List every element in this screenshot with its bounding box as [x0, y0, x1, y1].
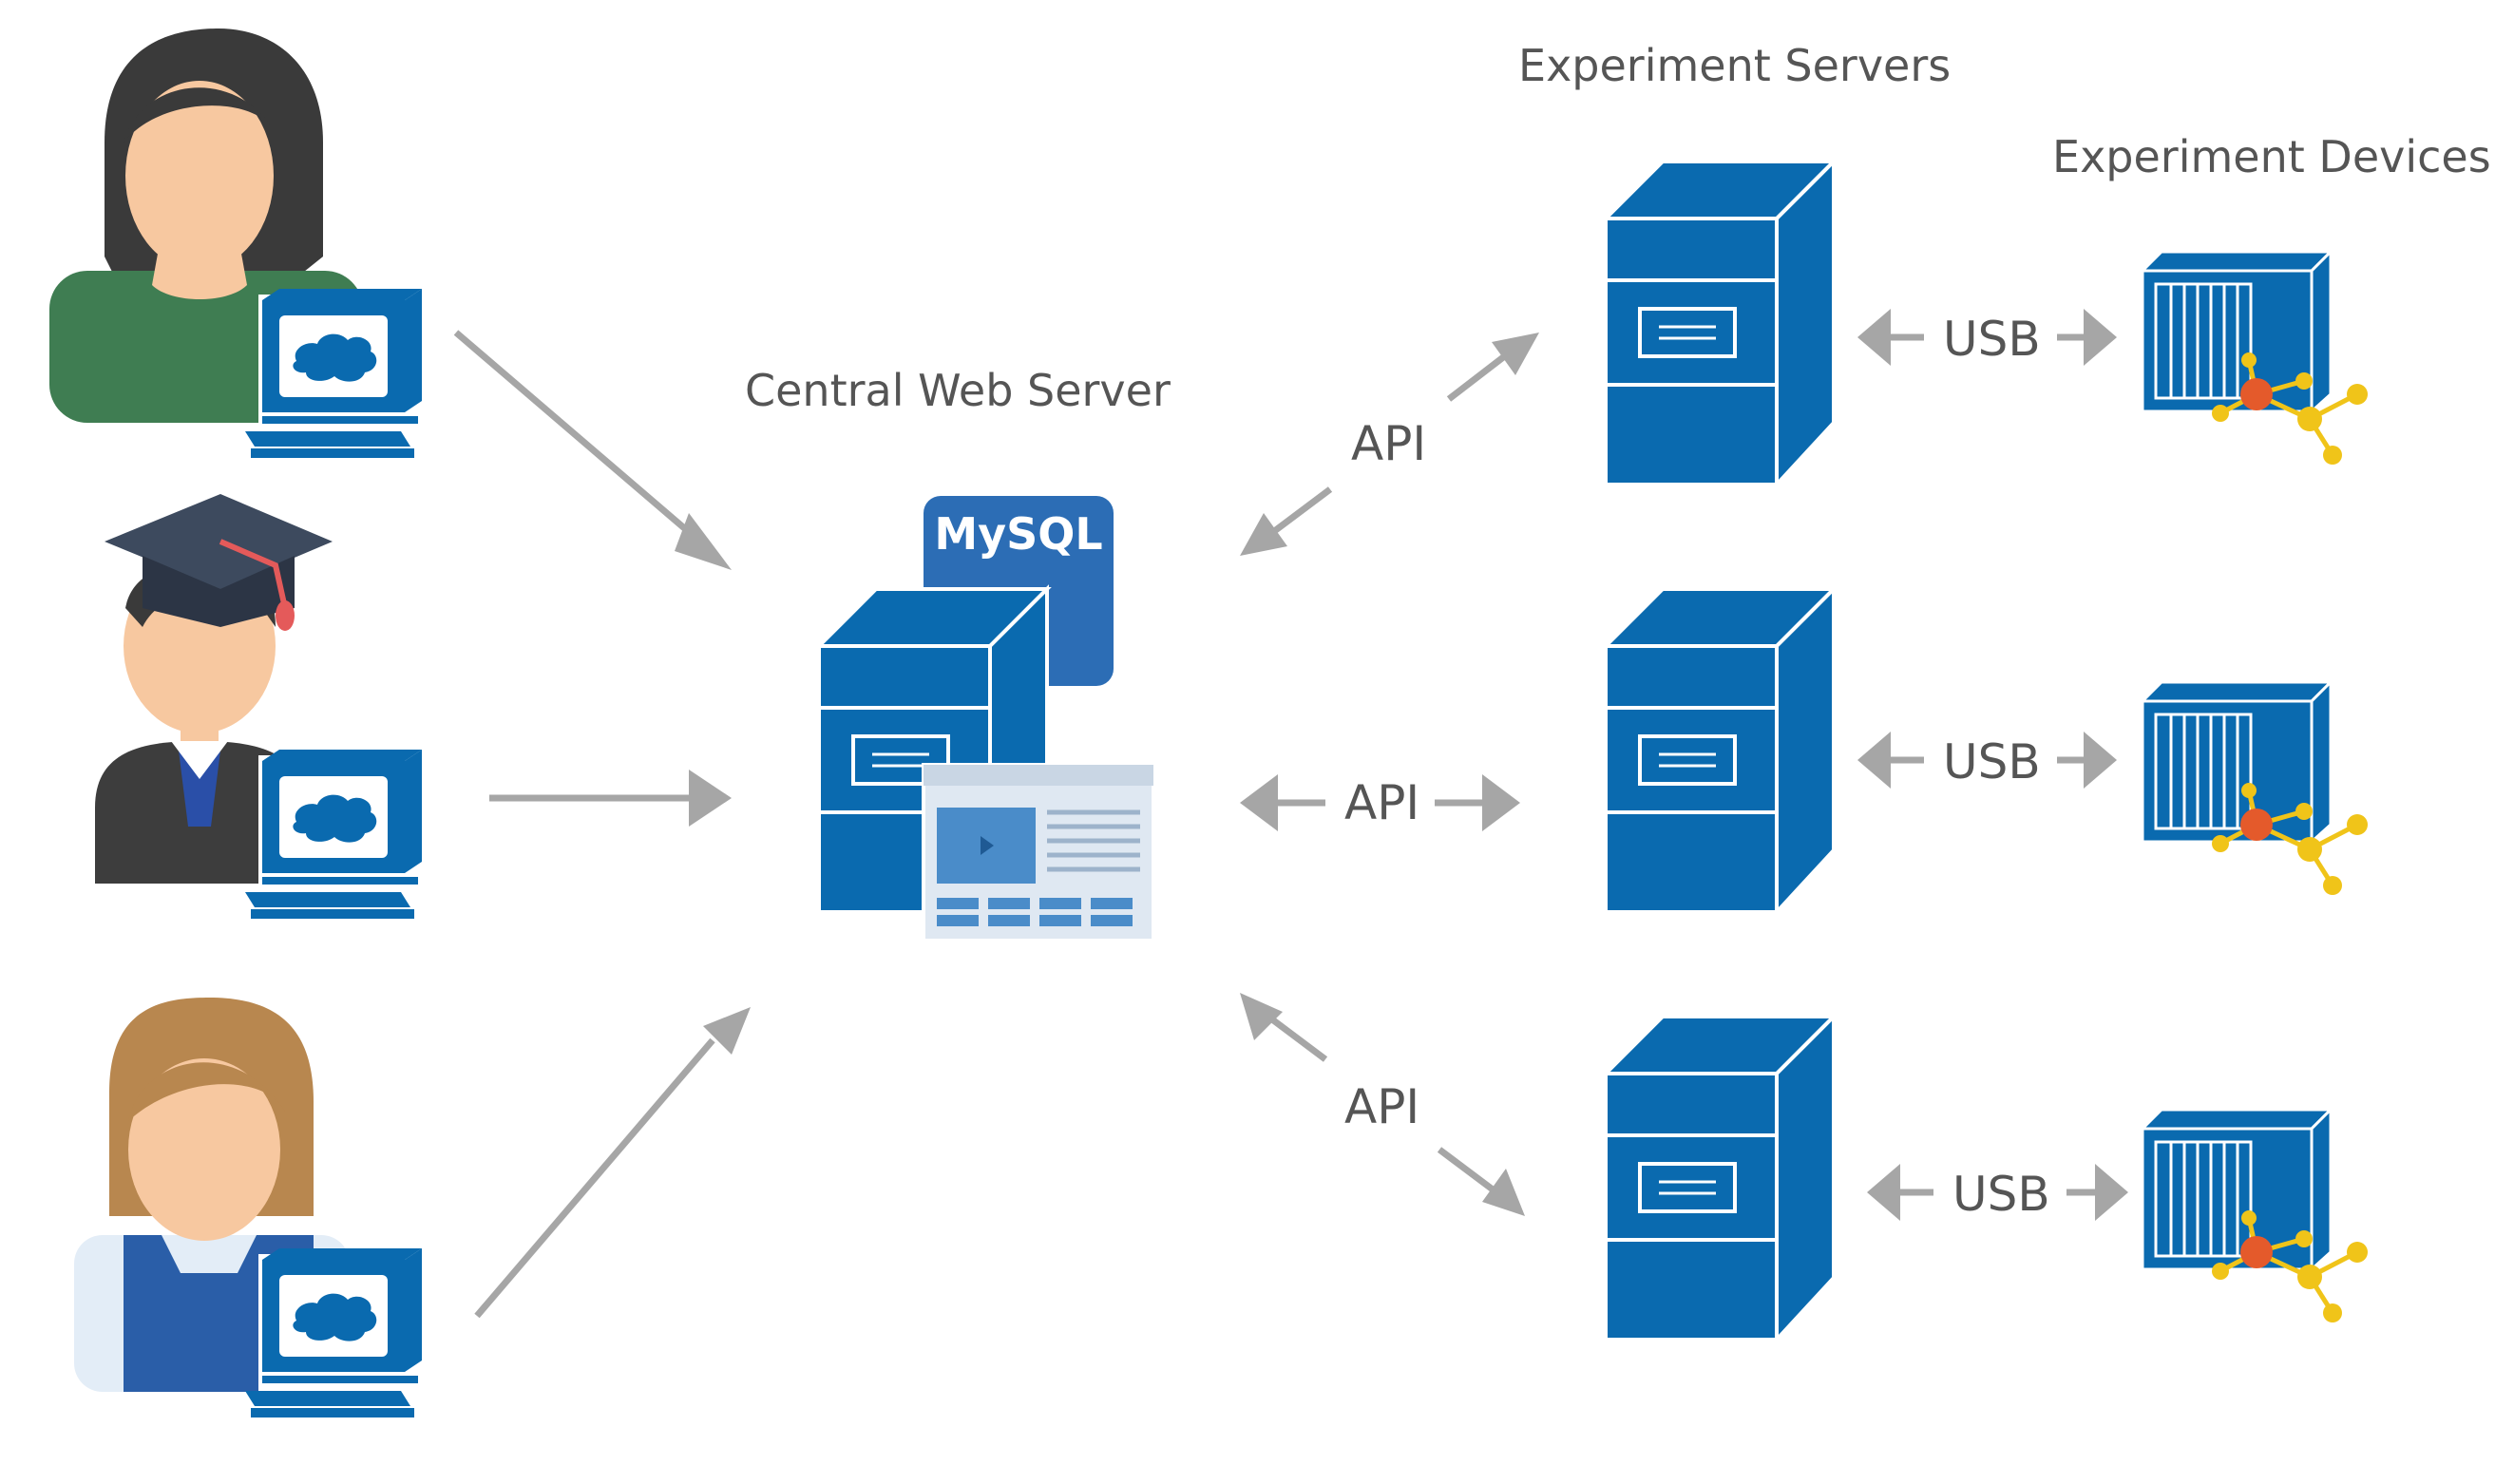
arrow-icon: [1240, 774, 1520, 831]
computer-icon: [245, 1248, 422, 1417]
arrow-icon: [1857, 309, 2117, 366]
server-tower-icon: [1604, 587, 1836, 914]
experiment-servers-label: Experiment Servers: [1518, 40, 1952, 91]
experiment-devices-label: Experiment Devices: [2052, 131, 2491, 182]
api-label-top: API: [1351, 416, 1427, 471]
arrow-icon: [489, 770, 732, 827]
experiment-device-icon: [2143, 252, 2368, 465]
arrow-icon: [1240, 333, 1539, 556]
server-tower-icon: [1604, 1015, 1836, 1341]
usb-label-middle: USB: [1943, 734, 2041, 790]
svg-text:MySQL: MySQL: [934, 508, 1102, 560]
experiment-device-icon: [2143, 1110, 2368, 1322]
api-label-bottom: API: [1344, 1079, 1420, 1134]
arrow-icon: [453, 330, 732, 570]
central-web-server-label: Central Web Server: [745, 365, 1171, 416]
arrow-icon: [1240, 993, 1525, 1216]
usb-label-top: USB: [1943, 312, 2041, 367]
graduate-avatar-icon: [95, 494, 333, 884]
experiment-device-icon: [2143, 682, 2368, 895]
arrow-icon: [474, 1007, 751, 1319]
computer-icon: [245, 750, 422, 919]
server-tower-icon: [1604, 160, 1836, 486]
arrow-icon: [1857, 732, 2117, 789]
api-label-middle: API: [1344, 775, 1420, 830]
computer-icon: [245, 289, 422, 458]
usb-label-bottom: USB: [1952, 1167, 2050, 1222]
arrow-icon: [1867, 1164, 2128, 1221]
web-page-icon: [922, 763, 1155, 942]
